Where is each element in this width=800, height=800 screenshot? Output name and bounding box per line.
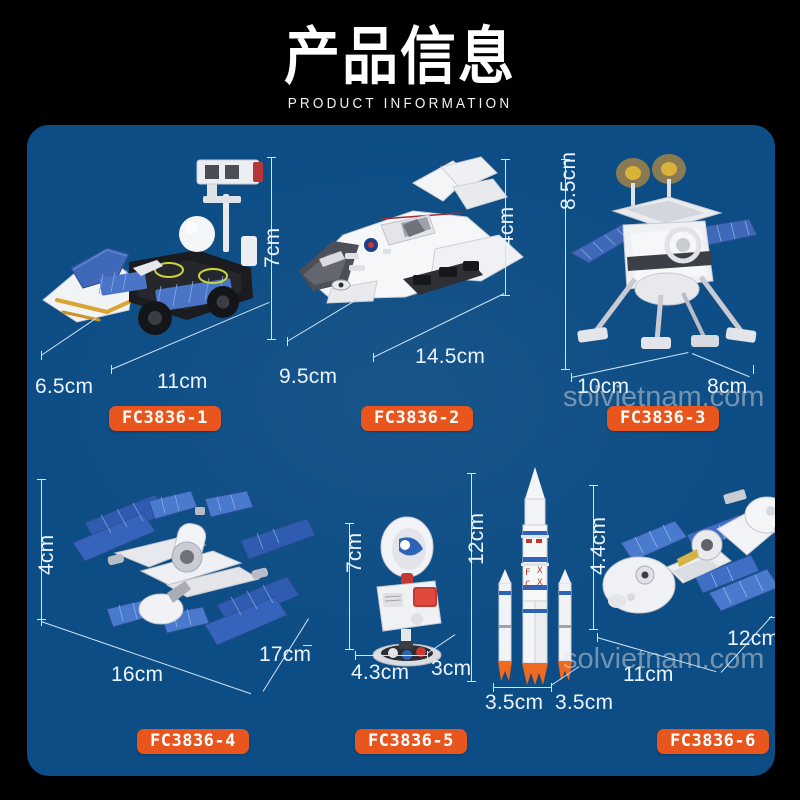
dim-height-6: 4.4cm [587,516,610,575]
dish-robot-model [355,515,465,675]
dim-line-width-rocket [493,687,551,688]
dim-tick-5c [355,651,356,660]
dim-tick-5b [345,649,354,650]
dim-length-2: 14.5cm [415,345,486,368]
dim-line-height-6 [593,485,594,629]
products-panel: 7cm 6.5cm 11cm FC3836-1 [27,125,775,776]
dim-tick-1b [267,339,276,340]
dim-length-1: 11cm [157,370,208,393]
dim-width-rocket: 3.5cm [485,691,544,714]
dim-height-3: 8.5cm [557,151,580,210]
dim-line-height-3 [565,159,566,369]
sku-badge-6[interactable]: FC3836-6 [657,729,769,754]
dim-tick-6b [589,629,598,630]
sku-badge-3[interactable]: FC3836-3 [607,406,719,431]
dim-tick-2d [373,353,374,362]
dim-tick-5a [345,523,354,524]
page-header: 产品信息 PRODUCT INFORMATION [0,0,800,124]
dim-height-4: 4cm [35,534,58,575]
dim-tick-r2 [467,681,476,682]
dim-width-1: 6.5cm [35,375,94,398]
product-cell-1: 7cm 6.5cm 11cm FC3836-1 [27,125,284,435]
dim-width-6: 11cm [623,663,674,686]
svg-text:C: C [525,580,530,590]
dim-tick-4d [303,645,312,646]
product-cell-4: 4cm 16cm 17cm FC3836-4 [27,465,327,765]
sku-badge-1[interactable]: FC3836-1 [109,406,221,431]
dim-length-5: 3cm [431,657,472,680]
dim-tick-3d [753,365,754,374]
product-cell-3: 8.5cm 10cm 8cm FC3836-3 [529,125,775,435]
sku-badge-4[interactable]: FC3836-4 [137,729,249,754]
sku-badge-2[interactable]: FC3836-2 [361,406,473,431]
dim-width-5: 4.3cm [351,661,410,684]
dim-line-height-5 [349,523,350,649]
dim-tick-1a [267,157,276,158]
dim-line-height-2 [505,159,506,295]
dim-tick-5d [427,651,428,660]
dim-length-6: 12cm [727,627,775,650]
dim-tick-6c [597,633,598,642]
dim-length-rocket: 3.5cm [555,691,614,714]
dim-width-2: 9.5cm [279,365,338,388]
dim-tick-r1 [467,473,476,474]
page-title: 产品信息 [284,20,516,92]
product-cell-2: 4cm 9.5cm 14.5cm FC3836-2 [277,125,529,435]
dim-tick-4c [41,617,42,626]
dim-line-height-4 [41,479,42,619]
dim-tick-3c [571,373,572,382]
product-cell-5: 7cm 4.3cm 3cm FC3836-5 [327,465,471,765]
dim-tick-r3 [493,683,494,692]
dim-tick-6d [769,617,775,618]
dim-line-height-1 [271,157,272,339]
page-subtitle: PRODUCT INFORMATION [287,95,513,112]
dim-height-rocket: 12cm [465,512,488,565]
dim-tick-1c [41,351,42,360]
dim-tick-2a [501,159,510,160]
dim-width-3: 10cm [577,375,630,398]
space-shuttle-model [285,153,525,343]
dim-length-4: 17cm [259,643,312,666]
space-station-model [45,485,325,685]
orbital-module-model [591,475,775,675]
svg-text:X: X [537,578,543,588]
dim-tick-4a [37,479,46,480]
sku-badge-5[interactable]: FC3836-5 [355,729,467,754]
dim-tick-1d [111,365,112,374]
dim-tick-r4 [551,683,552,692]
dim-line-height-rocket [471,473,472,681]
lunar-rover-model [37,150,277,350]
dim-width-4: 16cm [111,663,164,686]
dim-tick-3b [561,369,570,370]
lunar-lander-model [565,149,765,364]
dim-length-3: 8cm [707,375,748,398]
dim-height-5: 7cm [343,532,366,573]
dim-height-2: 4cm [495,206,518,247]
svg-text:F: F [525,568,530,578]
dim-tick-2c [287,337,288,346]
dim-tick-3a [561,159,570,160]
svg-text:X: X [537,566,543,576]
dim-line-width-5 [355,655,427,656]
dim-tick-2b [501,295,510,296]
dim-tick-6a [589,485,598,486]
product-cell-6: 4.4cm 11cm 12cm FC3836-6 [575,465,775,765]
